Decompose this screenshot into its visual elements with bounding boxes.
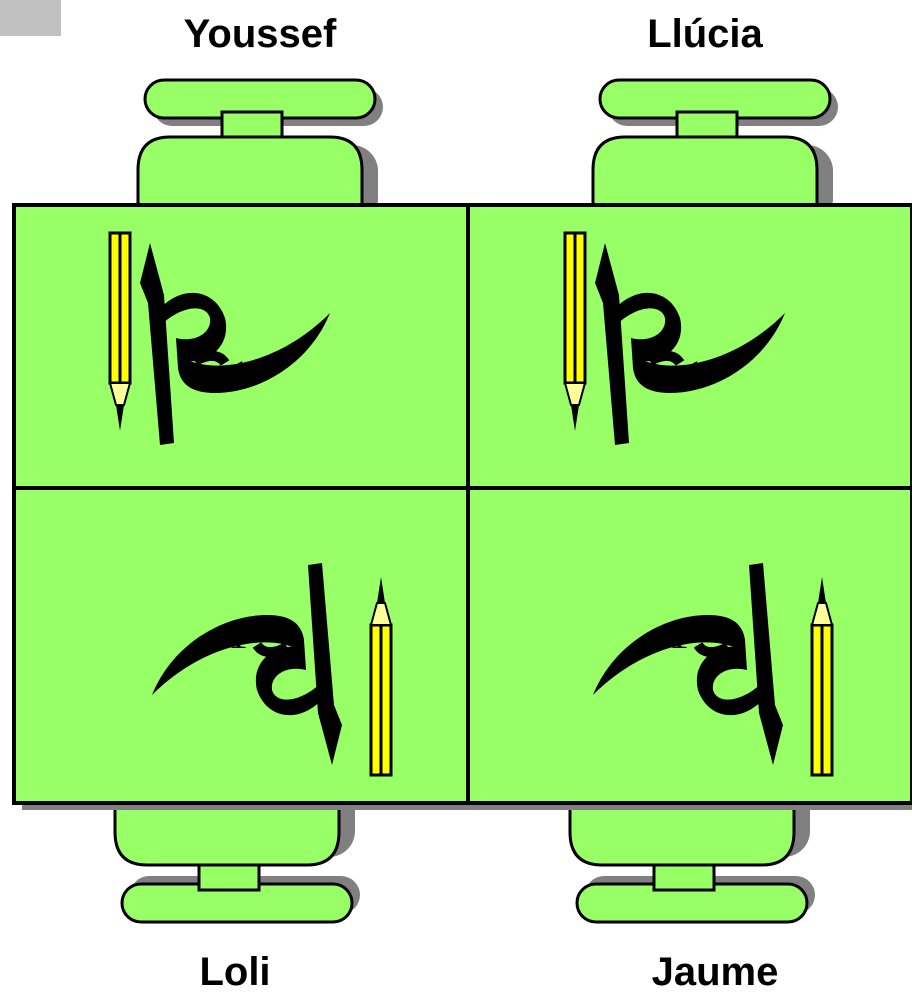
- desk-number: 1: [669, 612, 689, 657]
- desk-top-left: [14, 205, 468, 488]
- desk-number: 1: [228, 612, 248, 657]
- desk-top-right: [468, 205, 912, 488]
- desk-number: 1: [230, 352, 250, 397]
- desk-bottom-right: [468, 488, 912, 803]
- desk-number: 1: [685, 352, 705, 397]
